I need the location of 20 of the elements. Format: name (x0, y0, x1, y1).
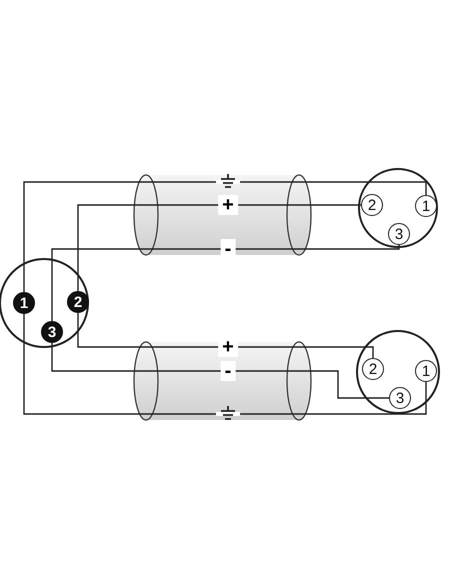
edge-label: - (220, 361, 236, 381)
pin-number: 3 (41, 321, 63, 343)
pin-number: 2 (67, 291, 89, 313)
pin-number: 1 (415, 360, 437, 382)
connector-face (0, 258, 89, 348)
edge-label: + (218, 195, 238, 215)
connector-face (358, 168, 438, 248)
wire (77, 204, 361, 291)
wire (23, 314, 427, 415)
wire (51, 343, 389, 399)
pin-number: 2 (362, 358, 384, 380)
wire (77, 313, 374, 358)
pin-number: 1 (13, 292, 35, 314)
pin-number: 1 (415, 195, 437, 217)
pin-number: 3 (388, 223, 410, 245)
wire (23, 181, 427, 292)
connector-face (356, 330, 440, 414)
wire (51, 244, 400, 321)
pin-number: 3 (389, 387, 411, 409)
pin-number: 2 (361, 194, 383, 216)
